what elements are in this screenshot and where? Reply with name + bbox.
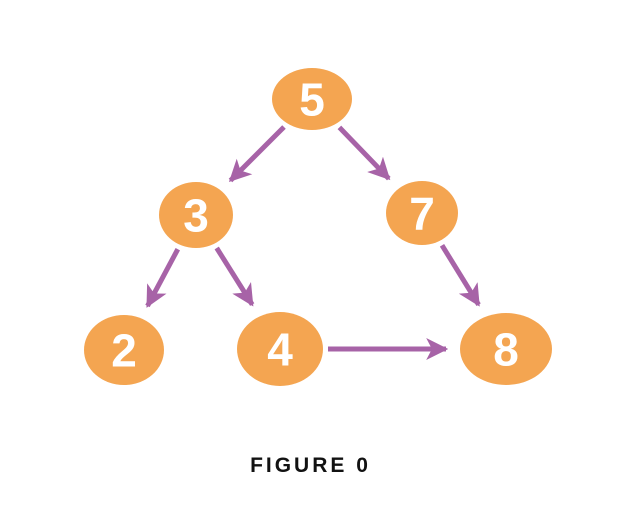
tree-node-7: 7 xyxy=(386,181,458,245)
tree-node-4: 4 xyxy=(237,312,323,386)
tree-node-3-label: 3 xyxy=(183,190,209,242)
edge-7-8-arrow xyxy=(439,243,481,307)
tree-node-3-circle xyxy=(159,182,233,248)
tree-node-2-label: 2 xyxy=(111,325,137,377)
edge-3-4-arrow xyxy=(214,246,255,307)
tree-node-7-label: 7 xyxy=(409,188,435,240)
tree-node-2-circle xyxy=(84,315,164,385)
tree-node-3: 3 xyxy=(159,182,233,248)
tree-node-7-circle xyxy=(386,181,458,245)
tree-node-8: 8 xyxy=(460,313,552,385)
tree-node-4-circle xyxy=(237,312,323,386)
tree-node-5-circle xyxy=(272,68,352,130)
edge-5-7-arrow xyxy=(337,125,391,181)
edge-5-3-arrow xyxy=(228,125,286,183)
tree-node-2: 2 xyxy=(84,315,164,385)
tree-node-4-label: 4 xyxy=(267,324,293,376)
tree-node-5: 5 xyxy=(272,68,352,130)
tree-node-8-circle xyxy=(460,313,552,385)
edge-3-2-arrow xyxy=(145,248,181,308)
tree-node-5-label: 5 xyxy=(299,74,325,126)
figure-caption: FIGURE 0 xyxy=(250,454,371,477)
tree-node-8-label: 8 xyxy=(493,324,519,376)
